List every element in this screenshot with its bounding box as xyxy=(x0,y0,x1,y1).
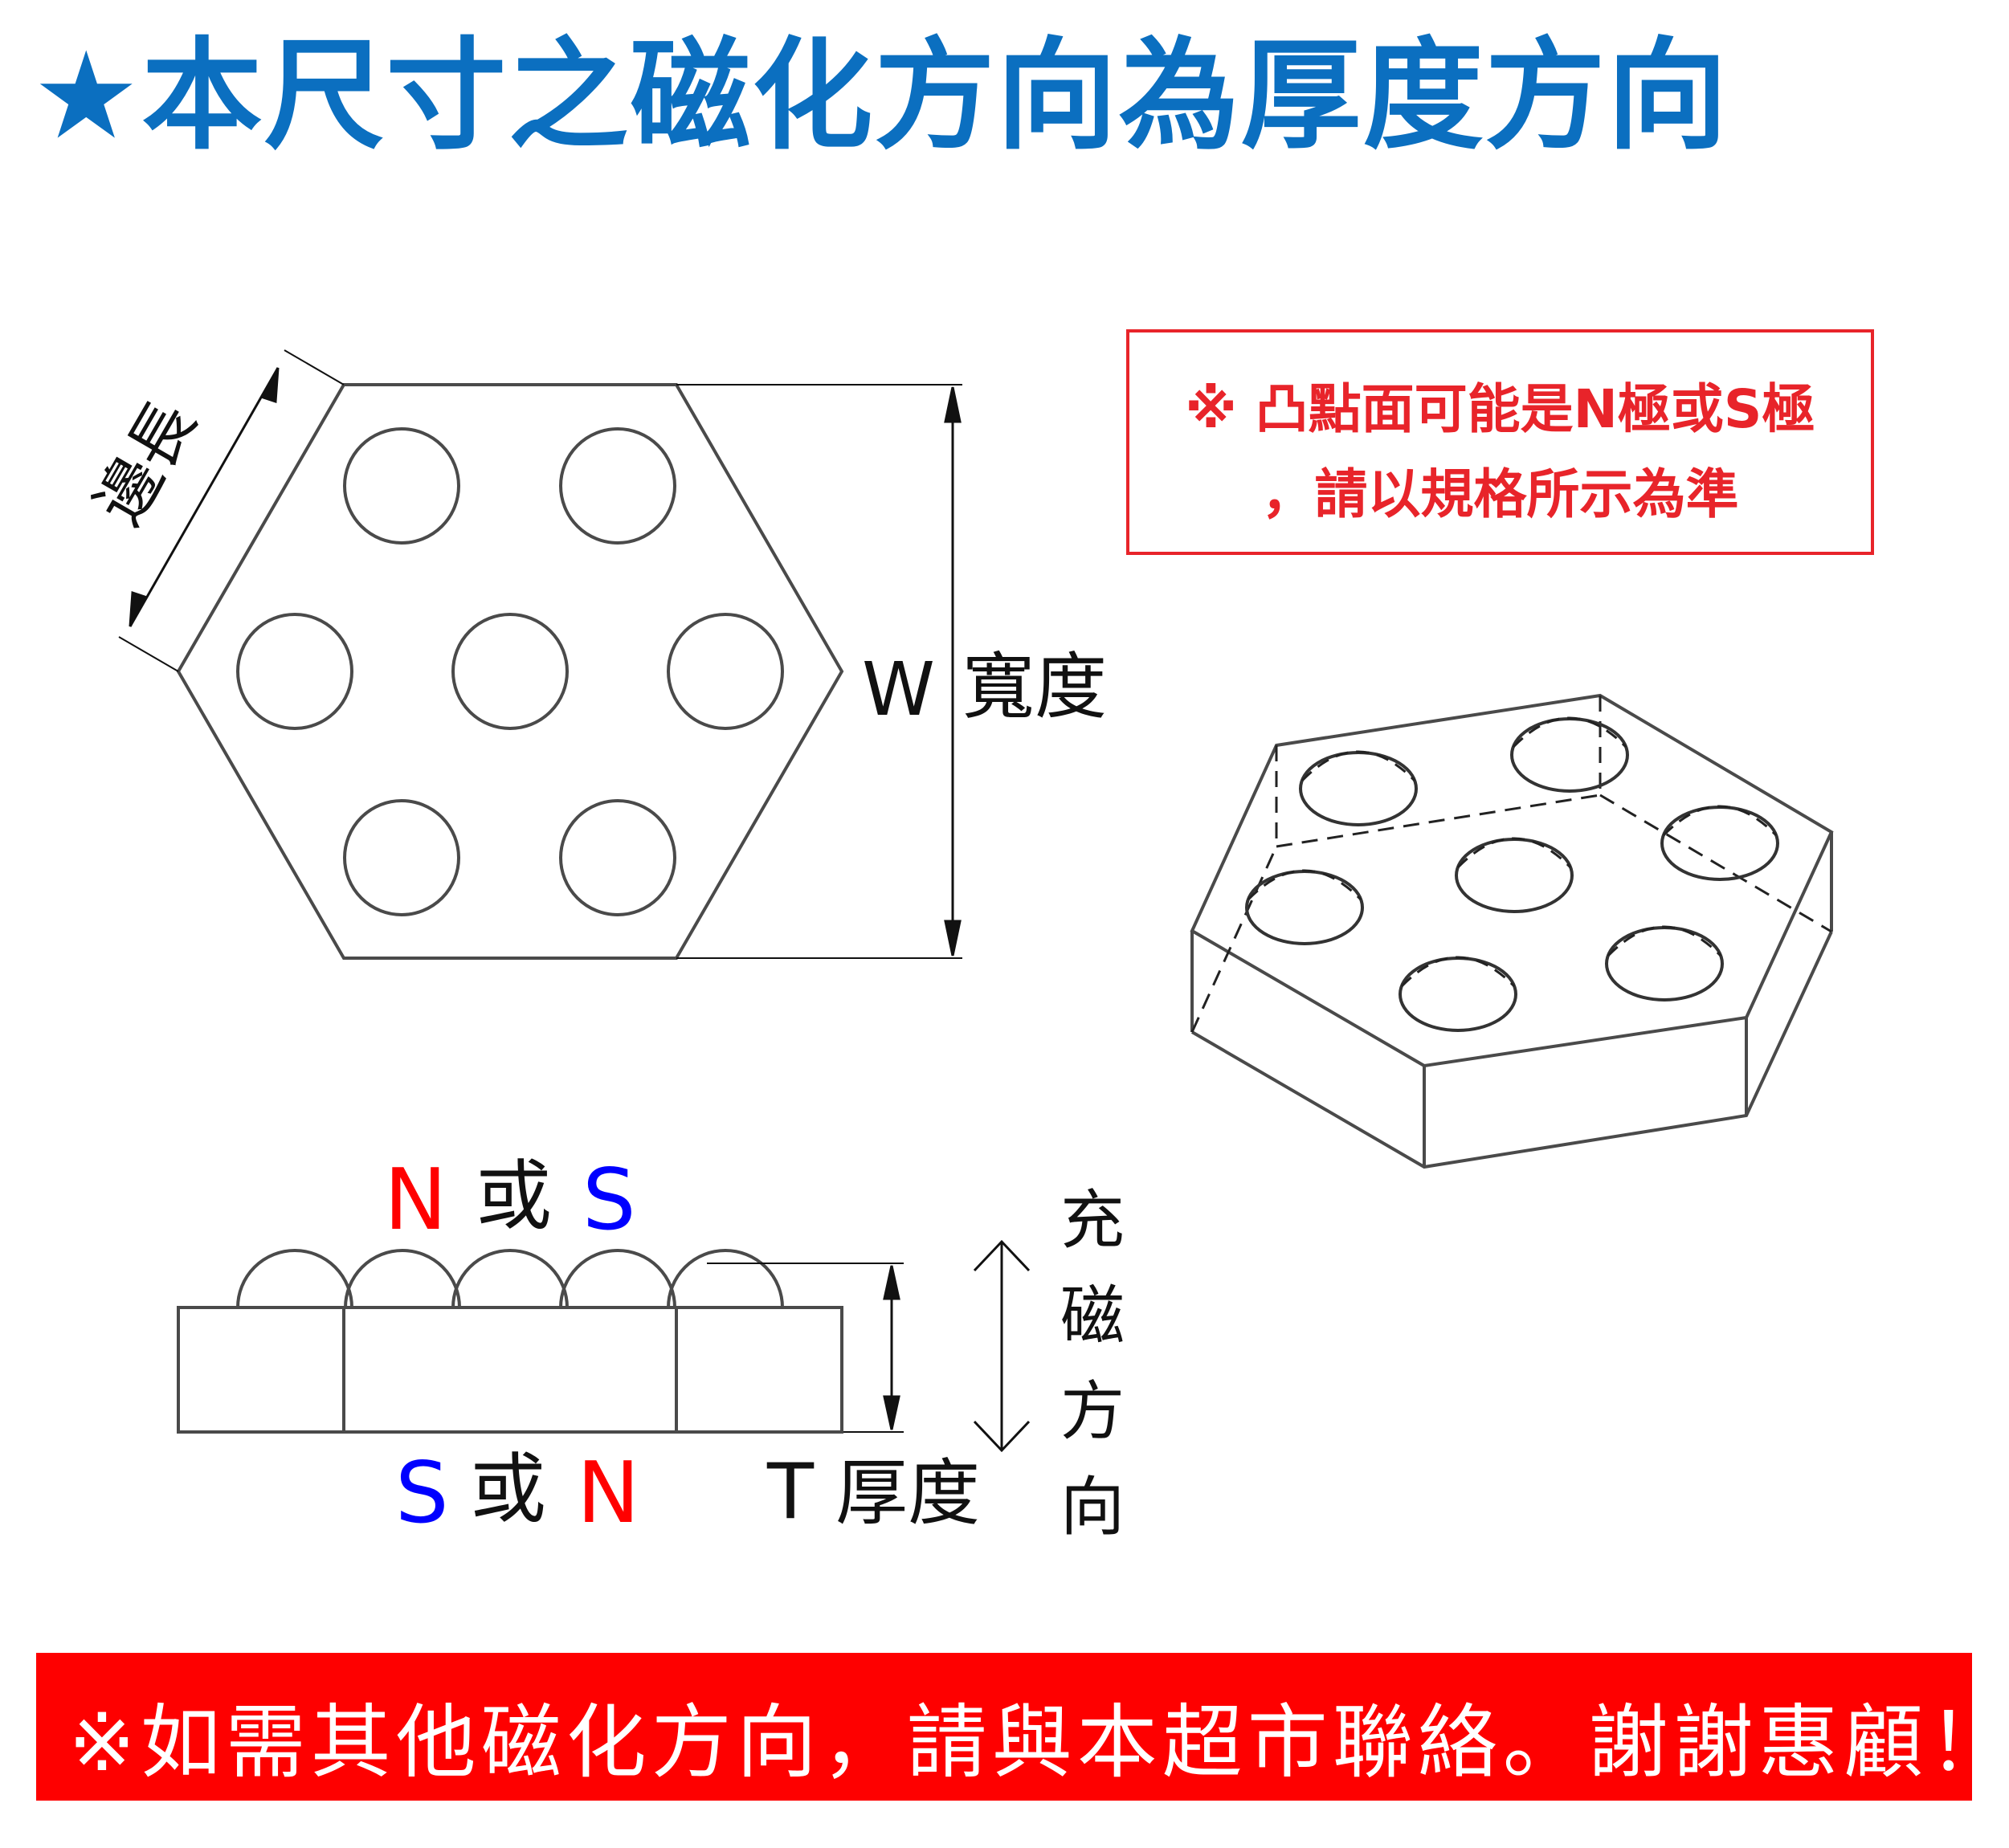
width-letter: W xyxy=(862,647,935,732)
top-view xyxy=(176,383,844,960)
top-view-dot xyxy=(343,427,460,545)
bottom-pole-second: N xyxy=(577,1444,640,1542)
iso-bump xyxy=(1399,957,1517,1032)
bottom-pole-first: S xyxy=(395,1444,449,1542)
page-title: ★本尺寸之磁化方向為厚度方向 xyxy=(32,27,1729,166)
hexagon-outline xyxy=(176,383,844,960)
top-pole-second: S xyxy=(582,1151,636,1249)
side-length-dimension xyxy=(118,349,345,672)
top-view-dot xyxy=(667,613,784,730)
width-dimension xyxy=(676,384,962,959)
width-word: 寬度 xyxy=(962,645,1107,729)
thickness-word: 厚度 xyxy=(835,1451,980,1536)
pole-note-line1: ※ 凸點面可能是N極或S極 xyxy=(1185,378,1815,440)
magnetization-char: 向 xyxy=(1060,1470,1125,1544)
thickness-letter: T xyxy=(766,1448,815,1536)
iso-hidden-edges xyxy=(1190,696,1832,1033)
magnetization-char: 方 xyxy=(1060,1374,1125,1449)
iso-bump xyxy=(1605,926,1724,1002)
top-pole-or: 或 xyxy=(476,1152,552,1241)
magnetization-char: 充 xyxy=(1060,1183,1125,1258)
top-view-dot xyxy=(236,613,353,730)
pole-note-line2: ，請以規格所示為準 xyxy=(1261,463,1739,525)
top-view-dot xyxy=(343,799,460,916)
bottom-pole-or: 或 xyxy=(470,1446,546,1534)
top-view-dot xyxy=(559,799,676,916)
iso-bump xyxy=(1660,806,1779,881)
magnetization-arrow xyxy=(973,1239,1031,1453)
side-view xyxy=(177,1249,843,1434)
isometric-view xyxy=(1190,693,1834,1169)
iso-bump-domes xyxy=(1247,716,1778,988)
top-pole-first: N xyxy=(384,1151,447,1249)
contact-banner: ※如需其他磁化方向，請與本超市聯絡。謝謝惠顧！ xyxy=(36,1653,2009,1801)
magnetization-char: 磁 xyxy=(1060,1279,1125,1353)
thickness-dimension xyxy=(707,1263,904,1433)
side-length-label: 邊長 xyxy=(81,389,210,537)
iso-bump xyxy=(1455,838,1574,913)
pole-note-box: ※ 凸點面可能是N極或S極 ，請以規格所示為準 xyxy=(1126,329,1874,555)
top-view-dot xyxy=(451,613,569,730)
side-view-body xyxy=(177,1306,843,1434)
iso-bump xyxy=(1299,751,1418,826)
iso-bump xyxy=(1245,870,1364,945)
iso-bump xyxy=(1510,717,1629,793)
contact-banner-text: ※如需其他磁化方向，請與本超市聯絡。謝謝惠顧！ xyxy=(68,1695,2009,1789)
top-view-dot xyxy=(559,427,676,545)
